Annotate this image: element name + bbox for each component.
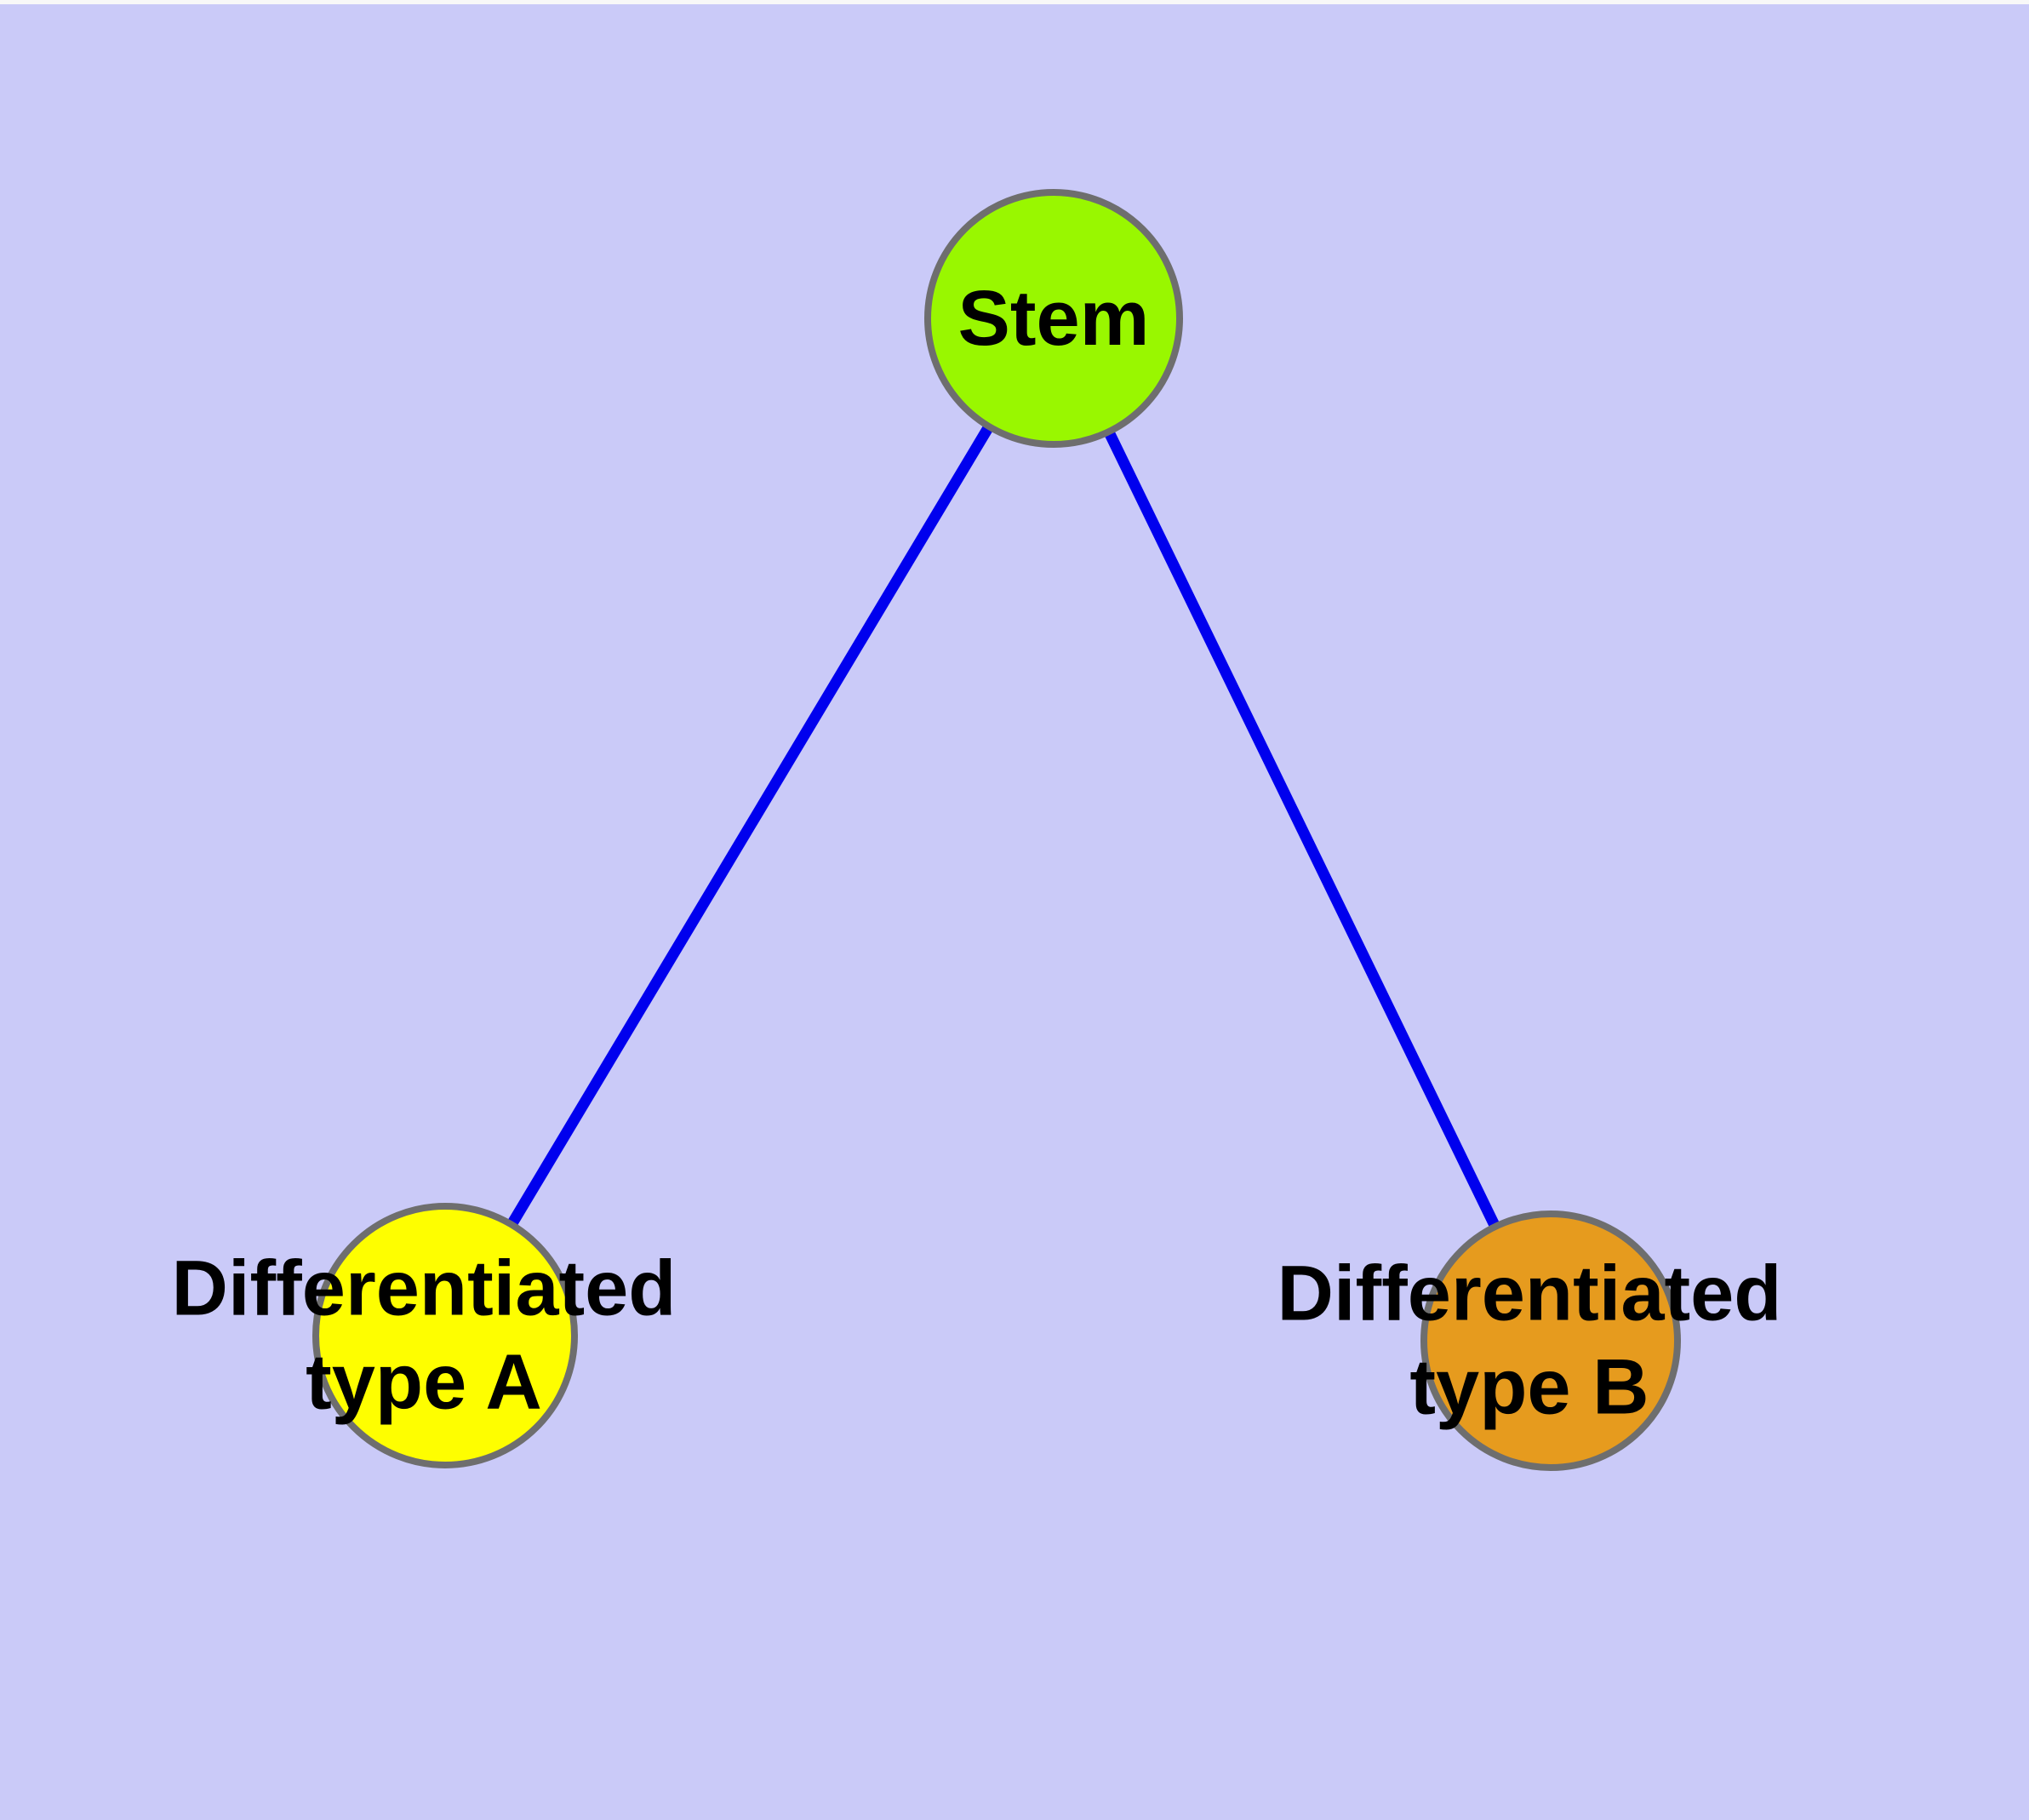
node-stem-label: Stem <box>958 272 1150 365</box>
node-differentiated-type-a-circle[interactable] <box>312 1203 578 1468</box>
node-stem-label-line: Stem <box>957 274 1150 362</box>
window-top-edge <box>0 0 2029 4</box>
edge-stem-to-type-a[interactable] <box>440 315 1059 1339</box>
node-differentiated-type-b-label-line2: type B <box>1409 1344 1649 1431</box>
edge-stem-to-type-b[interactable] <box>1049 316 1556 1343</box>
node-differentiated-type-b-circle[interactable] <box>1420 1210 1681 1471</box>
node-differentiated-type-b-label: Differentiated type B <box>1277 1247 1782 1435</box>
node-differentiated-type-b-label-line1: Differentiated <box>1277 1250 1782 1337</box>
node-differentiated-type-a-label-line2: type A <box>306 1339 542 1426</box>
node-stem-circle[interactable] <box>924 189 1183 448</box>
node-differentiated-type-a-label-line1: Differentiated <box>171 1245 677 1332</box>
node-differentiated-type-a-label: Differentiated type A <box>172 1242 677 1430</box>
